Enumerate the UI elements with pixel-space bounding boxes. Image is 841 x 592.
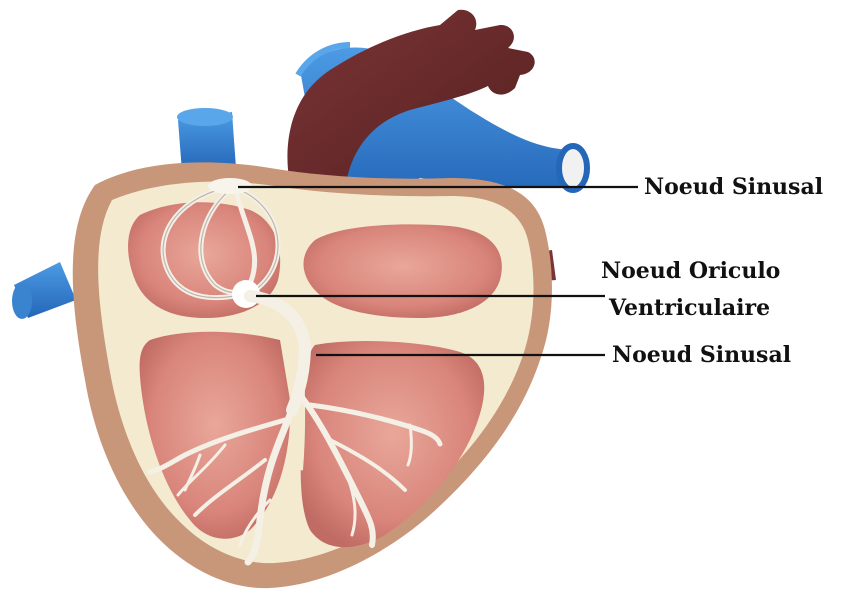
- pulmonary-vein-left: [12, 262, 76, 319]
- label-av-node-line2: Ventriculaire: [609, 297, 770, 319]
- label-av-node-line1: Noeud Oriculo: [601, 260, 780, 282]
- label-sinus-node-bottom: Noeud Sinusal: [612, 344, 791, 366]
- label-sinus-node-top: Noeud Sinusal: [644, 176, 823, 198]
